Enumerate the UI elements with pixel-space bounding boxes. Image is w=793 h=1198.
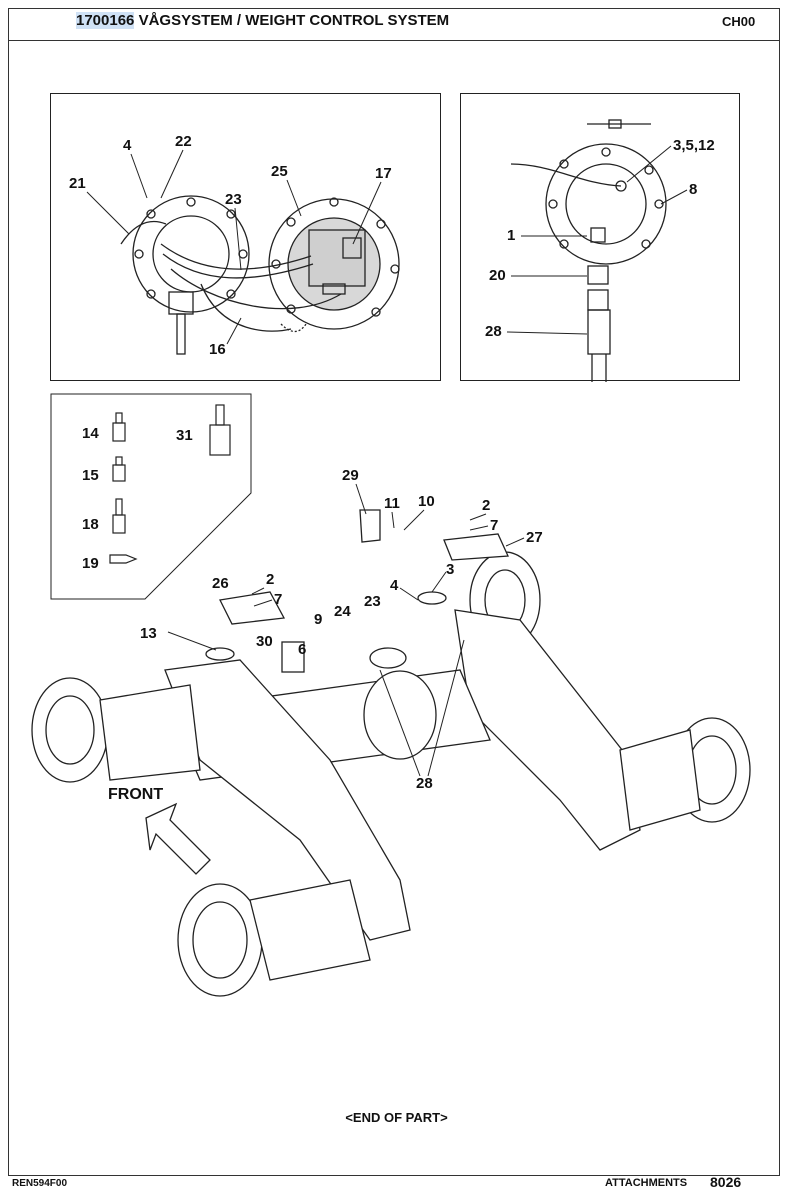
callout-25: 25 xyxy=(271,163,288,180)
callout-20: 20 xyxy=(489,267,506,284)
callout-16: 16 xyxy=(209,341,226,358)
chapter-code: CH00 xyxy=(722,14,756,29)
consumables-box: 14 15 18 19 31 xyxy=(50,393,252,600)
callout-6: 6 xyxy=(298,641,306,658)
callout-28: 28 xyxy=(485,323,502,340)
end-of-part: <END OF PART> xyxy=(345,1110,448,1125)
header-rule xyxy=(8,40,780,41)
callout-4-main: 4 xyxy=(390,577,399,594)
callout-21: 21 xyxy=(69,175,86,192)
page-number: 8026 xyxy=(710,1174,742,1190)
part-number[interactable]: 1700166 xyxy=(76,12,135,29)
callout-18: 18 xyxy=(82,516,99,533)
callout-23: 23 xyxy=(225,191,242,208)
scale-ring-wiring-diagram: 4 22 21 23 25 17 16 xyxy=(69,133,400,358)
callout-7-left: 7 xyxy=(274,591,282,608)
doc-code: REN594F00 xyxy=(12,1178,68,1189)
callout-3-5-12: 3,5,12 xyxy=(673,137,715,154)
callout-28-main: 28 xyxy=(416,775,433,792)
callout-9: 9 xyxy=(314,611,322,628)
callout-13: 13 xyxy=(140,625,157,642)
callout-22: 22 xyxy=(175,133,192,150)
callout-31: 31 xyxy=(176,427,193,444)
main-assembly-view: 29 11 10 2 7 27 3 4 26 2 7 23 24 9 6 30 … xyxy=(0,460,793,1060)
callout-7-right: 7 xyxy=(490,517,498,534)
callout-2-right: 2 xyxy=(482,497,490,514)
callout-14: 14 xyxy=(82,425,99,442)
title-text: VÅGSYSTEM / WEIGHT CONTROL SYSTEM xyxy=(138,12,450,29)
consumables-diagram: 14 15 18 19 31 xyxy=(50,393,252,600)
footer-section: ATTACHMENTS xyxy=(605,1177,688,1189)
bogie-axle-diagram: 29 11 10 2 7 27 3 4 26 2 7 23 24 9 6 30 … xyxy=(31,467,751,997)
callout-26: 26 xyxy=(212,575,229,592)
load-cell-mount-diagram: 3,5,12 8 1 20 28 xyxy=(485,119,715,382)
page-frame xyxy=(8,8,780,1176)
detail-box-left: 4 22 21 23 25 17 16 xyxy=(50,93,441,381)
callout-30: 30 xyxy=(256,633,273,650)
callout-27: 27 xyxy=(526,529,543,546)
callout-2-left: 2 xyxy=(266,571,274,588)
callout-24: 24 xyxy=(334,603,351,620)
callout-4: 4 xyxy=(123,137,132,154)
callout-11: 11 xyxy=(384,495,400,512)
callout-23-main: 23 xyxy=(364,593,381,610)
front-label: FRONT xyxy=(108,786,164,803)
callout-29: 29 xyxy=(342,467,359,484)
page-title: 1700166 VÅGSYSTEM / WEIGHT CONTROL SYSTE… xyxy=(76,12,449,29)
callout-15: 15 xyxy=(82,467,99,484)
callout-3: 3 xyxy=(446,561,454,578)
detail-box-right: 3,5,12 8 1 20 28 xyxy=(460,93,740,382)
callout-17: 17 xyxy=(375,165,392,182)
callout-19: 19 xyxy=(82,555,99,572)
callout-10: 10 xyxy=(418,493,435,510)
callout-1: 1 xyxy=(507,227,515,244)
callout-8: 8 xyxy=(689,181,697,198)
